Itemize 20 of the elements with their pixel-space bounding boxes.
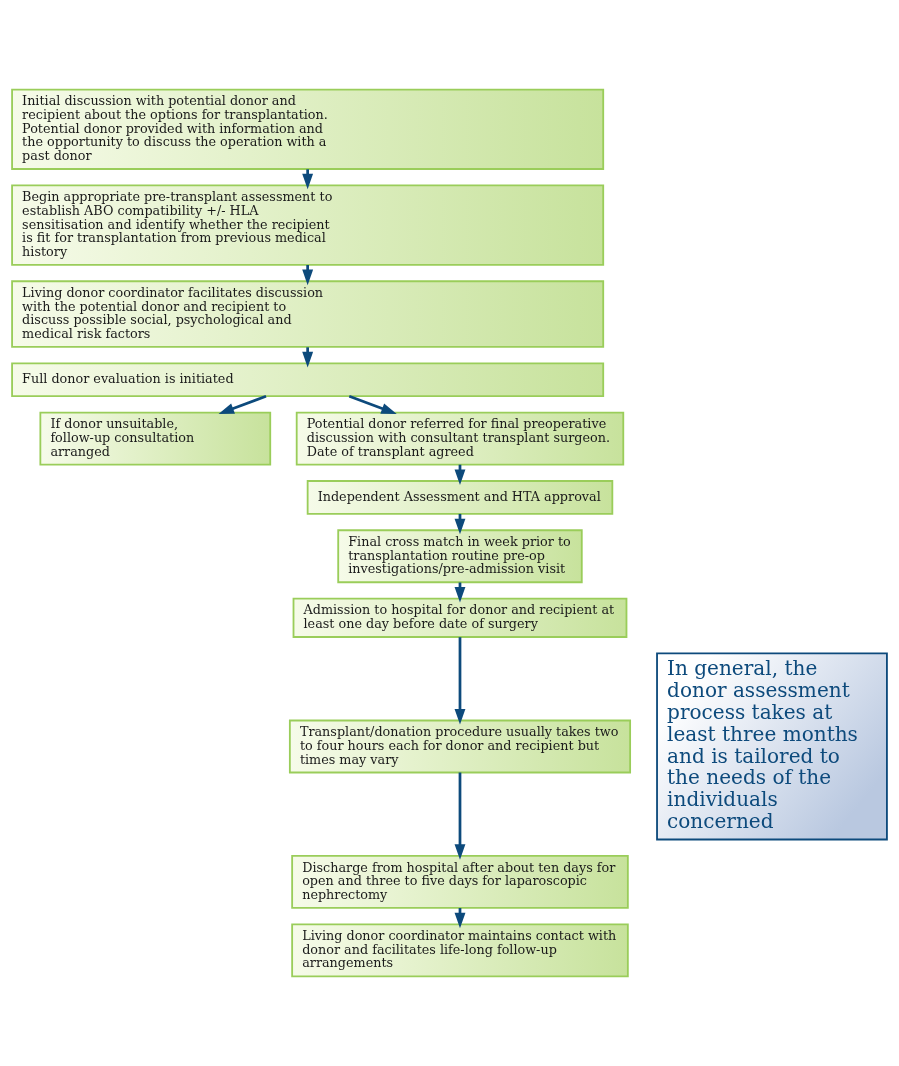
node-box: Full donor evaluation is initiated [11, 362, 605, 398]
arrow [218, 394, 267, 415]
arrow [302, 169, 314, 190]
arrow [302, 265, 314, 286]
node-box: Independent Assessment and HTA approval [306, 480, 614, 515]
arrow [454, 637, 466, 725]
node-box: Transplant/donation procedure usually takes two to four hours each for donor and recipient but times may vary [288, 719, 632, 774]
node-box: Living donor coordinator facilitates discussion with the potential donor and recipient to discuss possible social, psychological and medical risk factors [11, 280, 605, 348]
node-box: Admission to hospital for donor and recipient at least one day before date of surgery [292, 597, 628, 638]
node-box: If donor unsuitable, follow-up consultation arranged [39, 411, 272, 466]
arrow [302, 347, 314, 368]
node-box: Discharge from hospital after about ten days for open and three to five days for laparoscopic nephrectomy [291, 855, 629, 909]
node-box: Living donor coordinator maintains contact with donor and facilitates life-long follow-up arrangements [291, 923, 629, 978]
node-box: Final cross match in week prior to transplantation routine pre-op investigations/pre-admission visit [337, 529, 583, 584]
arrow [348, 394, 397, 415]
node-box: Potential donor referred for final preoperative discussion with consultant transplant surgeon. Date of transplant agreed [295, 411, 625, 466]
node-box: Begin appropriate pre-transplant assessment to establish ABO compatibility +/- HLA sensitisation and identify whether the recipient is fit for transplantation from previous medical history [11, 184, 605, 266]
arrow [454, 772, 466, 860]
node-box: In general, the donor assessment process takes at least three months and is tailored to the needs of the individuals concerned [656, 652, 888, 841]
node-box: Initial discussion with potential donor and recipient about the options for transplantation. Potential donor provided with information and the opportunity to discuss the operation with a past donor [11, 88, 605, 170]
